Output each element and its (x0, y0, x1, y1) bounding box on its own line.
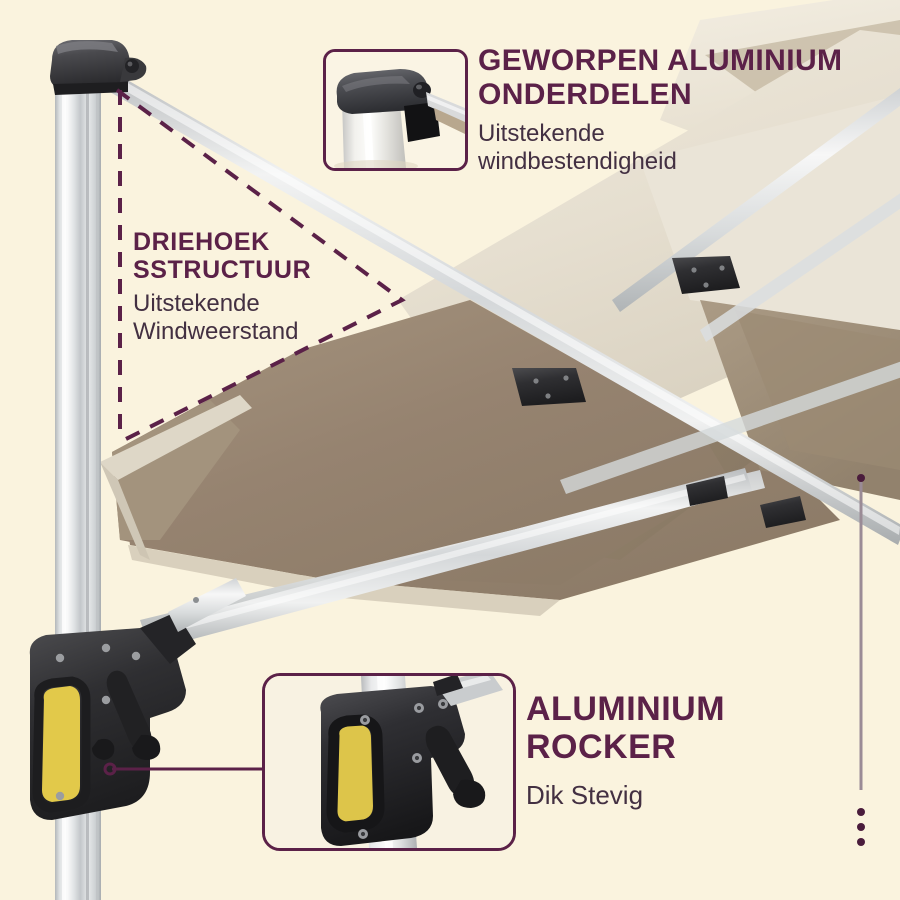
callout-triangle-structure: DRIEHOEK SSTRUCTUUR Uitstekende Windweer… (133, 228, 393, 346)
callout-cast-sub-line1: Uitstekende (478, 120, 605, 148)
cast-joint-detail-image (326, 52, 465, 168)
callout-triangle-title-line1: DRIEHOEK (133, 228, 270, 256)
callout-rocker-subtitle: Dik Stevig (526, 780, 856, 810)
callout-cast-title: GEWORPEN ALUMINIUM ONDERDELEN (478, 44, 878, 111)
callout-triangle-sub-line1: Uitstekende (133, 290, 260, 317)
callout-rocker-title-line2: ROCKER (526, 728, 677, 767)
rocker-detail-image (265, 676, 513, 848)
callout-rocker-title: ALUMINIUM ROCKER (526, 690, 856, 766)
callout-cast-sub-line2: windbestendigheid (478, 148, 677, 176)
callout-aluminium-rocker: ALUMINIUM ROCKER Dik Stevig (526, 690, 856, 810)
callout-cast-title-line1: GEWORPEN ALUMINIUM (478, 44, 843, 77)
callout-triangle-subtitle: Uitstekende Windweerstand (133, 290, 393, 346)
callout-cast-subtitle: Uitstekende windbestendigheid (478, 120, 878, 176)
callout-cast-title-line2: ONDERDELEN (478, 77, 693, 111)
callout-triangle-title-line2: SSTRUCTUUR (133, 256, 312, 284)
dashed-triangle-annotation (115, 88, 406, 443)
rocker-leader-line (103, 762, 262, 776)
rocker-detail-photo (262, 673, 516, 851)
callout-cast-aluminium: GEWORPEN ALUMINIUM ONDERDELEN Uitstekend… (478, 44, 878, 176)
callout-triangle-sub-line2: Windweerstand (133, 317, 299, 345)
cast-aluminium-joint-photo (323, 49, 468, 171)
callout-triangle-title: DRIEHOEK SSTRUCTUUR (133, 228, 393, 284)
right-edge-rule (857, 474, 865, 846)
callout-rocker-title-line1: ALUMINIUM (526, 690, 726, 728)
callout-rocker-sub-line1: Dik Stevig (526, 780, 644, 811)
